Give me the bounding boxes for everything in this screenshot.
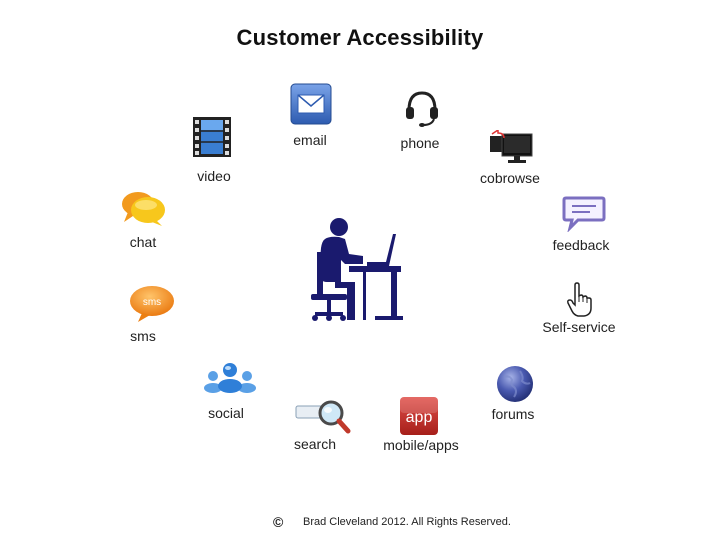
forums-label: forums bbox=[491, 406, 535, 422]
speech-bubbles-icon bbox=[122, 192, 165, 226]
video-label: video bbox=[197, 168, 231, 184]
copyright-text: Brad Cleveland 2012. All Rights Reserved… bbox=[303, 516, 511, 528]
self-service-label: Self-service bbox=[542, 319, 616, 335]
phone-label: phone bbox=[400, 135, 440, 151]
search-label: search bbox=[293, 436, 337, 452]
people-group-icon bbox=[204, 363, 256, 393]
hand-pointer-icon bbox=[567, 282, 592, 317]
email-label: email bbox=[293, 132, 327, 148]
envelope-icon bbox=[290, 83, 332, 125]
person-at-computer-icon bbox=[305, 212, 405, 327]
sms-bubble-text: sms bbox=[143, 297, 161, 308]
headset-icon bbox=[406, 91, 438, 127]
chat-label: chat bbox=[129, 234, 157, 250]
film-strip-icon bbox=[193, 117, 231, 157]
feedback-label: feedback bbox=[552, 237, 610, 253]
copyright-symbol: © bbox=[273, 514, 284, 530]
comment-bubble-icon bbox=[562, 196, 606, 232]
social-label: social bbox=[208, 405, 244, 421]
mobile-apps-label: mobile/apps bbox=[383, 437, 459, 453]
cobrowse-label: cobrowse bbox=[480, 170, 540, 186]
sms-label: sms bbox=[130, 328, 156, 344]
app-tile-icon: app bbox=[400, 397, 438, 435]
app-tile-text: app bbox=[406, 409, 433, 426]
magnifier-icon bbox=[295, 400, 351, 434]
dual-monitor-icon bbox=[490, 130, 533, 163]
page-title: Customer Accessibility bbox=[236, 25, 484, 50]
sms-bubble-icon: sms bbox=[130, 286, 174, 322]
globe-icon bbox=[497, 366, 533, 402]
